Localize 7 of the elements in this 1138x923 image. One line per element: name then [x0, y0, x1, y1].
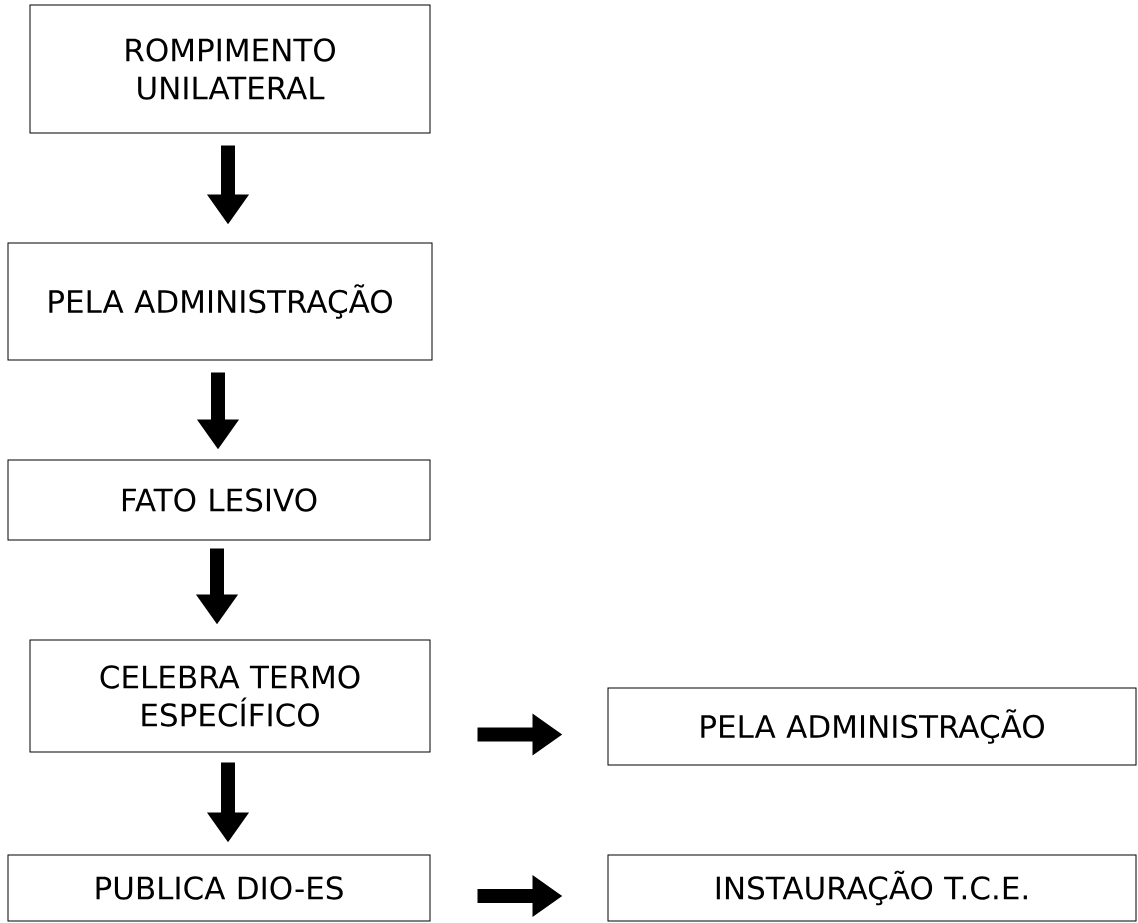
process-box: PELA ADMINISTRAÇÃO: [7, 242, 433, 361]
process-box: PUBLICA DIO-ES: [7, 854, 431, 922]
process-box: ROMPIMENTO UNILATERAL: [29, 4, 431, 134]
process-box: FATO LESIVO: [7, 459, 431, 541]
process-box: CELEBRA TERMO ESPECÍFICO: [29, 639, 431, 753]
process-box: INSTAURAÇÃO T.C.E.: [607, 854, 1137, 922]
process-box: PELA ADMINISTRAÇÃO: [607, 687, 1137, 766]
